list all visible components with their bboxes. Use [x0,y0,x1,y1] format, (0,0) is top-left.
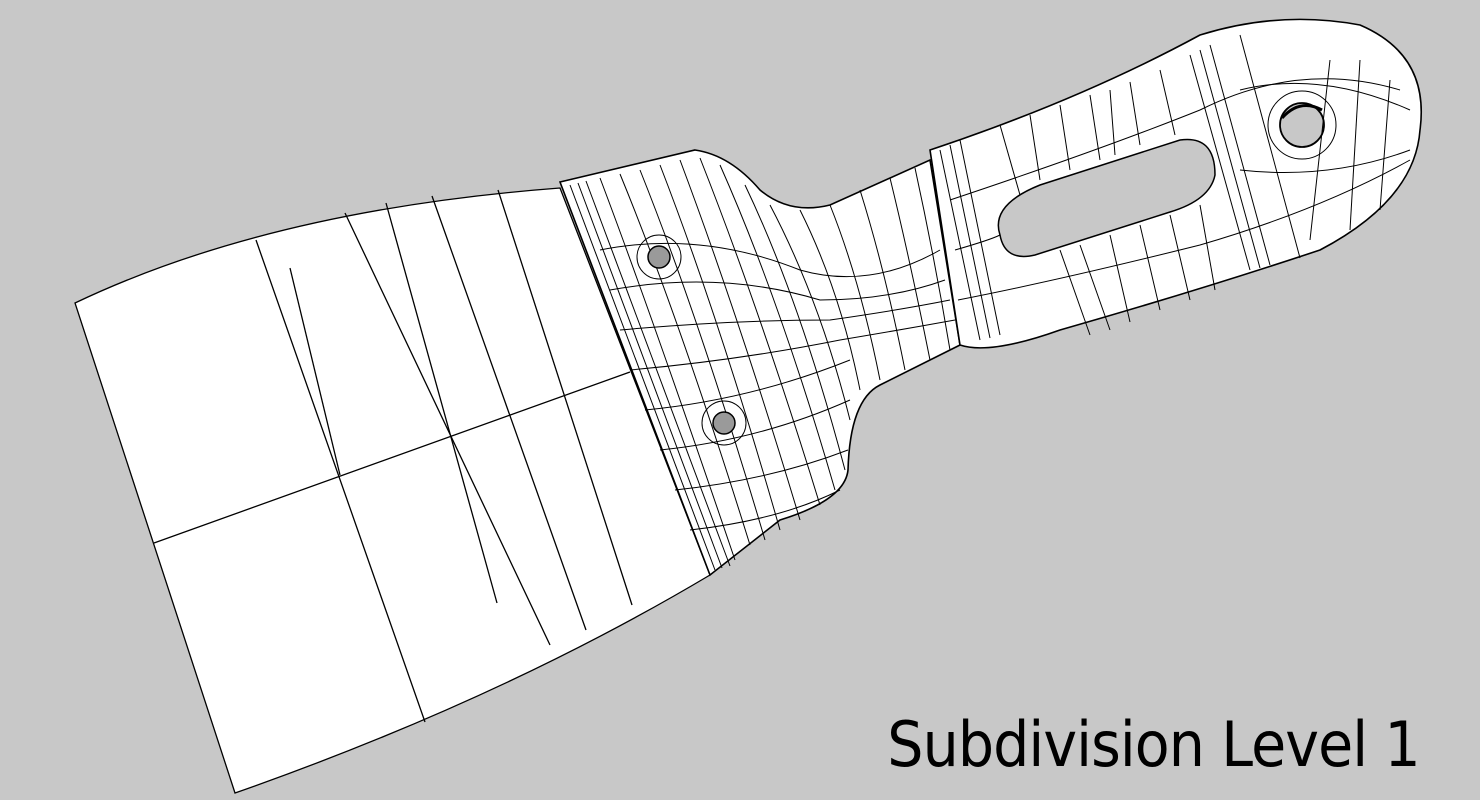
caption: Subdivision Level 1 [887,708,1421,781]
grip-wires [939,34,1411,341]
handle-plate [558,149,961,577]
handle-plate-wires [569,157,956,571]
rivet-hole-top [636,234,682,280]
rivet-hole-bottom [701,400,747,446]
hang-hole [1267,90,1337,160]
grip-slot [997,138,1216,258]
handle-grip [929,18,1422,349]
